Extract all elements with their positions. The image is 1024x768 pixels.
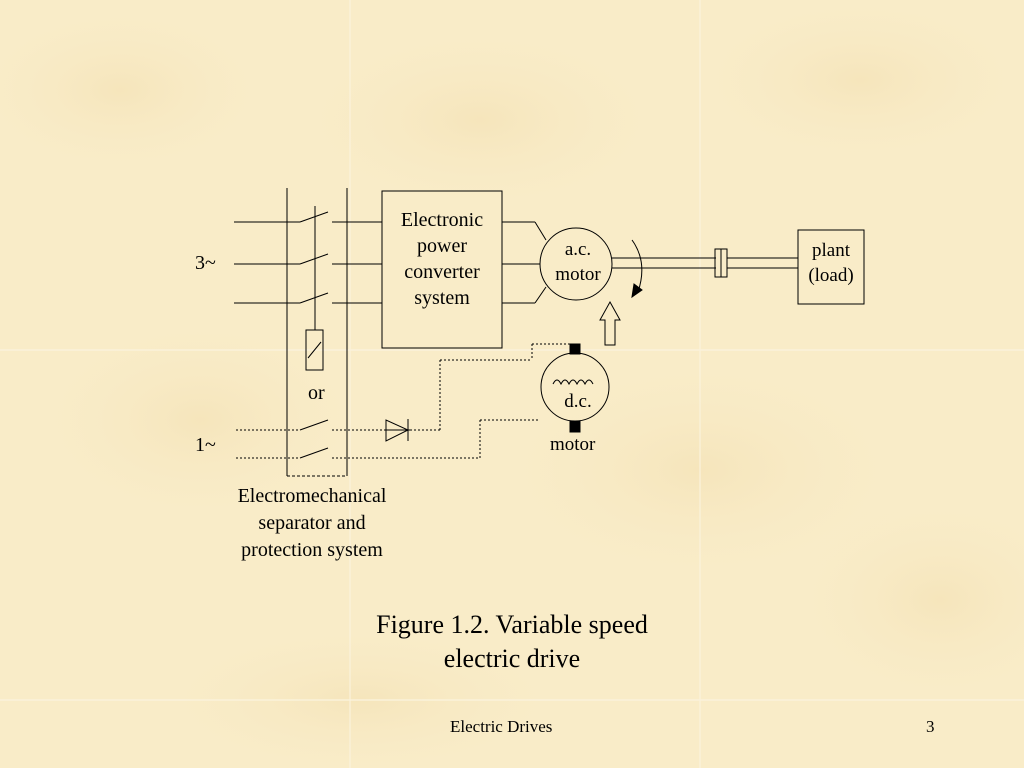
dc-motor-label: motor: [550, 434, 596, 455]
rotation-arrow-icon: [631, 239, 643, 299]
single-phase-switches: [299, 419, 329, 459]
converter-box: [381, 190, 503, 349]
up-arrow-icon: [599, 300, 621, 346]
caption-line: Figure 1.2. Variable speed: [376, 610, 648, 639]
separator-label-line: protection system: [241, 539, 383, 561]
converter-label: Electronic power converter system: [382, 207, 502, 311]
footer-title: Electric Drives: [450, 717, 553, 736]
ac-motor-label: a.c. motor: [540, 237, 616, 287]
separator-label-line: separator and: [258, 512, 366, 534]
plant-box: [797, 229, 865, 305]
dc-label: d.c.: [564, 391, 592, 412]
ac-motor-label-line: motor: [555, 264, 601, 285]
or-label: or: [308, 382, 325, 404]
converter-label-line: power: [417, 235, 467, 257]
separator-enclosure: [286, 188, 348, 477]
dc-motor-icon: [540, 343, 610, 433]
plant-label-line: (load): [808, 265, 854, 286]
single-phase-lines: [236, 343, 576, 459]
diode-icon: [384, 419, 410, 442]
ac-motor-label-line: a.c.: [564, 239, 592, 260]
caption-line: electric drive: [443, 644, 581, 673]
separator-label-line: Electromechanical: [237, 485, 387, 507]
plant-label: plant (load): [798, 238, 864, 288]
converter-to-motor-lines: [502, 221, 547, 304]
three-phase-lines: [234, 206, 382, 330]
converter-label-line: Electronic: [400, 209, 484, 231]
converter-label-line: converter: [404, 261, 480, 283]
three-phase-label: 3~: [195, 252, 216, 274]
relay-coil-icon: [305, 329, 324, 371]
converter-label-line: system: [414, 287, 470, 309]
separator-label: Electromechanical separator and protecti…: [212, 483, 412, 564]
coupling-icon: [714, 248, 728, 278]
single-phase-label: 1~: [195, 434, 216, 456]
plant-label-line: plant: [812, 240, 850, 261]
figure-caption: Figure 1.2. Variable speed electric driv…: [330, 608, 694, 676]
ac-motor-icon: [539, 227, 613, 301]
page-number: 3: [926, 717, 935, 736]
shaft: [612, 257, 798, 269]
